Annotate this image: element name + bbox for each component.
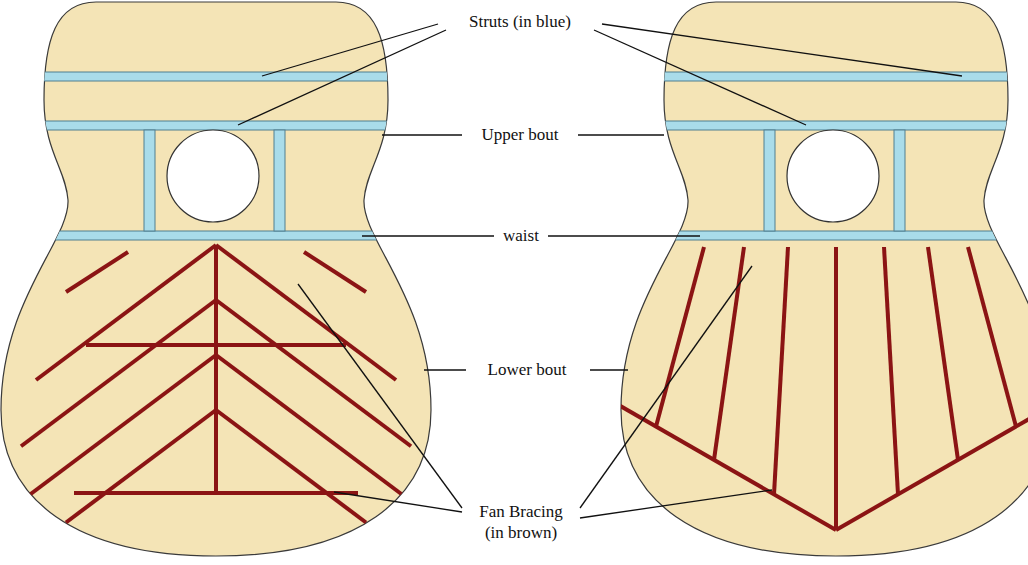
fan-brace: [26, 355, 216, 498]
strut: [0, 121, 446, 130]
leader-line: [334, 492, 462, 512]
part-label: Fan Bracing (in brown): [466, 501, 576, 544]
strut: [764, 130, 775, 231]
fan-brace: [216, 410, 366, 523]
guitar-top: [596, 2, 1028, 556]
part-label: Struts (in blue): [466, 11, 574, 32]
fan-brace: [216, 355, 406, 498]
leader-line: [580, 266, 752, 508]
soundboard-outline: [1, 2, 431, 556]
fan-brace: [304, 252, 366, 292]
fan-brace: [214, 245, 218, 495]
fan-brace: [834, 247, 838, 530]
fan-brace: [774, 247, 788, 494]
part-label: Upper bout: [479, 124, 562, 145]
fan-brace: [216, 300, 411, 446]
strut: [606, 121, 1028, 130]
fan-brace: [216, 245, 396, 380]
leader-line: [362, 235, 494, 236]
fan-brace: [66, 410, 216, 523]
leader-line: [594, 30, 806, 125]
fan-brace: [968, 247, 1016, 427]
fan-brace: [66, 252, 128, 292]
leader-line: [548, 235, 700, 236]
part-label: Lower bout: [485, 359, 570, 380]
leader-line: [424, 369, 466, 370]
leader-line: [298, 284, 462, 508]
leader-line: [602, 24, 962, 76]
fan-brace: [36, 245, 216, 380]
fan-brace: [21, 300, 216, 446]
guitar-top: [0, 2, 446, 556]
leader-line: [580, 490, 772, 518]
fan-brace: [74, 491, 358, 495]
leader-line: [590, 369, 628, 370]
fan-brace: [596, 392, 836, 530]
strut: [274, 130, 285, 231]
sound-hole: [167, 130, 259, 222]
fan-brace: [836, 392, 1028, 530]
fan-brace: [714, 247, 744, 460]
fan-brace: [928, 247, 958, 460]
part-label: waist: [500, 225, 542, 246]
sound-hole: [787, 130, 879, 222]
fan-brace: [86, 343, 346, 347]
leader-line: [238, 30, 446, 125]
strut: [144, 130, 155, 231]
leader-line: [382, 134, 462, 135]
strut: [0, 72, 446, 81]
strut: [894, 130, 905, 231]
leader-line: [578, 134, 664, 135]
leader-line: [262, 24, 438, 76]
fan-brace: [884, 247, 898, 494]
soundboard-outline: [621, 2, 1028, 556]
strut: [606, 72, 1028, 81]
fan-brace: [656, 247, 704, 427]
